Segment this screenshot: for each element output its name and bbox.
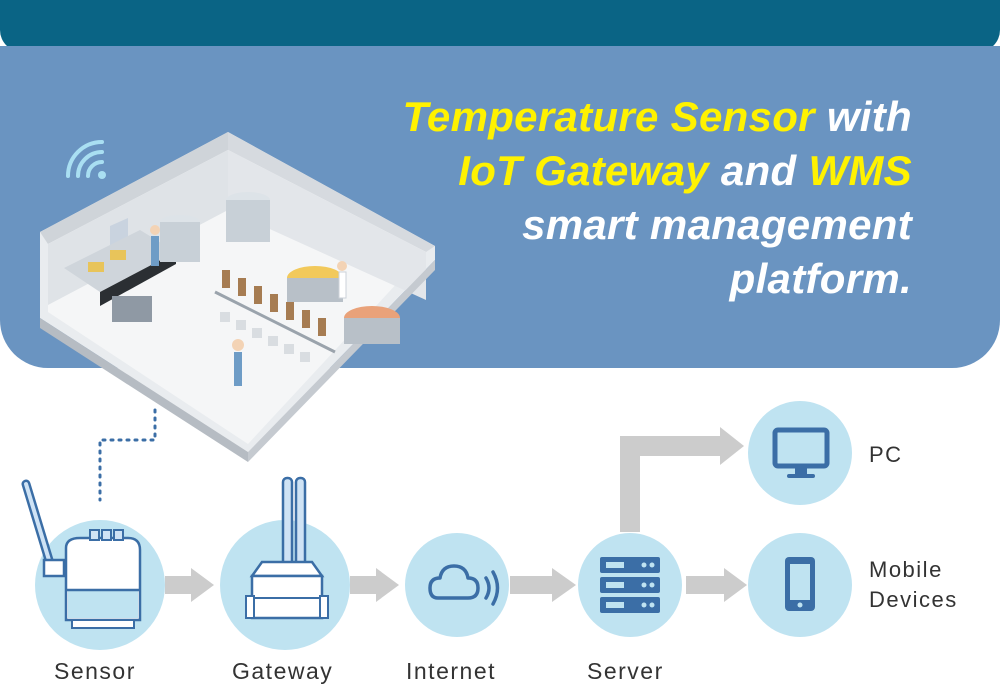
sensor-label: Sensor — [54, 658, 136, 684]
arrow-internet-server — [510, 568, 576, 602]
pc-label: PC — [869, 442, 903, 467]
internet-label: Internet — [406, 658, 496, 684]
headline-line-1: Temperature Sensor with — [403, 90, 912, 144]
headline-text-and: and — [708, 147, 809, 194]
cloud-icon — [428, 564, 500, 606]
server-rack-icon — [600, 557, 660, 613]
monitor-icon — [772, 427, 830, 478]
sensor-dotted-connector — [98, 408, 157, 502]
headline-highlight-gateway: IoT Gateway — [458, 147, 709, 194]
arrow-server-pc — [620, 427, 744, 532]
headline-highlight-wms: WMS — [808, 147, 912, 194]
wifi-icon — [66, 140, 106, 179]
mobile-label-line-1: Mobile — [869, 557, 943, 582]
gateway-device-icon — [245, 476, 329, 620]
mobile-phone-icon — [785, 557, 815, 611]
headline-line-2: IoT Gateway and WMS — [403, 144, 912, 198]
gateway-label: Gateway — [232, 658, 334, 684]
sensor-device-icon — [21, 479, 142, 629]
headline-text-with: with — [814, 93, 912, 140]
headline-line-3: smart management — [522, 201, 912, 248]
arrow-gateway-internet — [350, 568, 399, 602]
mobile-devices-label: Mobile Devices — [869, 555, 958, 615]
pc-node-circle — [748, 401, 852, 505]
arrow-sensor-gateway — [165, 568, 214, 602]
internet-node-circle — [405, 533, 509, 637]
headline-highlight-sensor: Temperature Sensor — [402, 93, 815, 140]
factory-illustration — [40, 132, 435, 462]
top-banner-bar — [0, 0, 1000, 52]
headline-line-4: platform. — [729, 255, 912, 302]
arrow-server-mobile — [686, 568, 747, 602]
mobile-label-line-2: Devices — [869, 587, 958, 612]
server-label: Server — [587, 658, 664, 684]
headline: Temperature Sensor with IoT Gateway and … — [403, 90, 912, 306]
